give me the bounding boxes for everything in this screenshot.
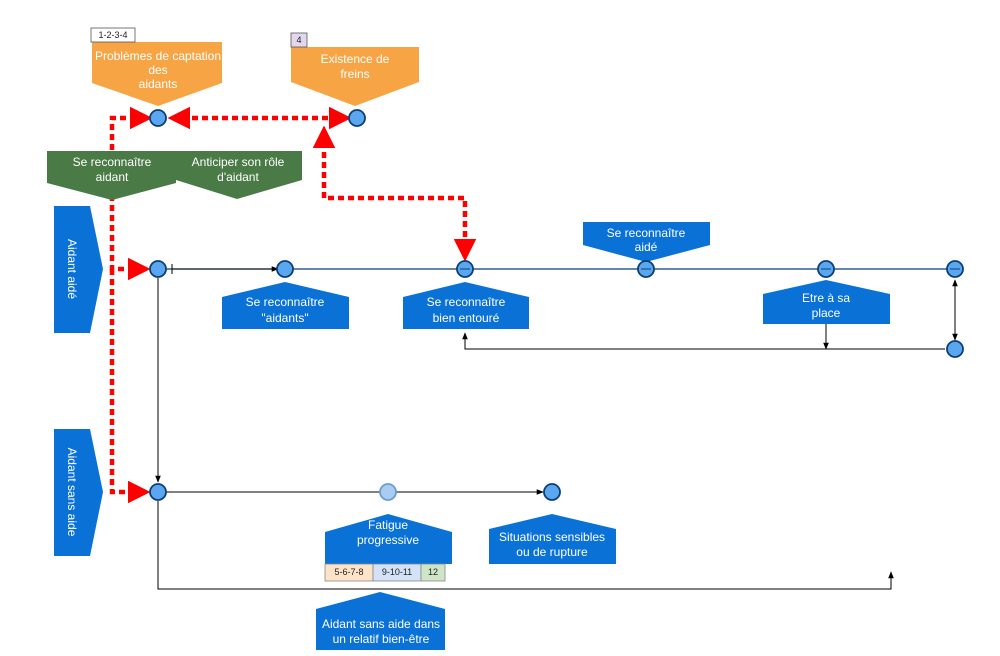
label-bien-entoure-1: Se reconnaître — [427, 295, 506, 309]
tag-fatigue-a: 5-6-7-8 — [334, 567, 363, 577]
nodes — [149, 109, 964, 501]
shape-existence-freins: Existence de freins — [291, 47, 419, 106]
shape-reconnaitre-aidant: Se reconnaître aidant — [47, 151, 176, 200]
shape-anticiper-role: Anticiper son rôle d'aidant — [176, 151, 302, 199]
shape-bien-etre: Aidant sans aide dans un relatif bien-êt… — [316, 592, 445, 650]
red-dashed-paths — [109, 106, 477, 504]
label-freins-2: freins — [340, 67, 369, 81]
label-reconnaitre-aidants-1: Se reconnaître — [246, 295, 325, 309]
node-sans-aide-start — [149, 483, 167, 501]
label-reconnaitre-aidant-1: Se reconnaître — [73, 155, 152, 169]
node-reconnaitre-aidants — [276, 260, 294, 278]
tag-problemes-text: 1-2-3-4 — [98, 30, 127, 40]
label-reconnaitre-aidant-2: aidant — [96, 170, 129, 184]
node-freins — [348, 109, 366, 127]
node-fatigue — [379, 483, 397, 501]
label-etre-place-2: place — [812, 306, 841, 320]
shape-fatigue-progressive: Fatigue progressive — [325, 514, 452, 564]
lane-aidant-sans-aide: Aidant sans aide — [54, 429, 103, 556]
label-fatigue-1: Fatigue — [368, 518, 408, 532]
label-problemes-2: des — [148, 63, 167, 77]
label-bien-etre-1: Aidant sans aide dans — [322, 617, 440, 631]
tag-fatigue-b: 9-10-11 — [382, 567, 412, 577]
tags-fatigue: 5-6-7-8 9-10-11 12 — [324, 563, 446, 582]
label-situations-1: Situations sensibles — [499, 530, 605, 544]
label-fatigue-2: progressive — [357, 533, 419, 547]
node-aidant-aide-start — [149, 260, 167, 278]
label-freins-1: Existence de — [321, 52, 390, 66]
label-aidant-aide: Aidant aidé — [65, 239, 79, 299]
label-anticiper-1: Anticiper son rôle — [192, 155, 285, 169]
shape-reconnaitre-aide: Se reconnaître aidé — [583, 222, 710, 262]
node-end-loop — [946, 340, 964, 358]
label-reconnaitre-aide-1: Se reconnaître — [607, 226, 686, 240]
tag-fatigue-c: 12 — [428, 567, 438, 577]
label-aidant-sans-aide: Aidant sans aide — [65, 448, 79, 537]
tag-problemes: 1-2-3-4 — [90, 27, 136, 43]
label-bien-entoure-2: bien entouré — [433, 311, 500, 325]
label-problemes-1: Problèmes de captation — [95, 49, 221, 63]
tag-freins-text: 4 — [296, 35, 301, 45]
label-reconnaitre-aidants-2: "aidants" — [261, 311, 308, 325]
shape-reconnaitre-aidants: Se reconnaître "aidants" — [222, 282, 349, 329]
label-bien-etre-2: un relatif bien-être — [333, 632, 430, 646]
label-situations-2: ou de rupture — [516, 545, 588, 559]
connector-bottom-loop — [157, 501, 894, 590]
tag-freins: 4 — [290, 32, 308, 48]
label-etre-place-1: Etre à sa — [802, 291, 850, 305]
connector-return-loop — [462, 332, 945, 350]
shape-etre-place: Etre à sa place — [763, 280, 890, 324]
label-problemes-3: aidants — [139, 77, 178, 91]
shape-bien-entoure: Se reconnaître bien entouré — [403, 282, 529, 329]
node-situations — [543, 483, 561, 501]
shape-situations-sensibles: Situations sensibles ou de rupture — [489, 514, 616, 564]
node-problemes — [149, 109, 167, 127]
label-reconnaitre-aide-2: aidé — [635, 240, 658, 254]
lane-aidant-aide: Aidant aidé — [54, 206, 103, 333]
shape-problemes-captation: Problèmes de captation des aidants — [92, 42, 222, 106]
label-anticiper-2: d'aidant — [217, 170, 259, 184]
